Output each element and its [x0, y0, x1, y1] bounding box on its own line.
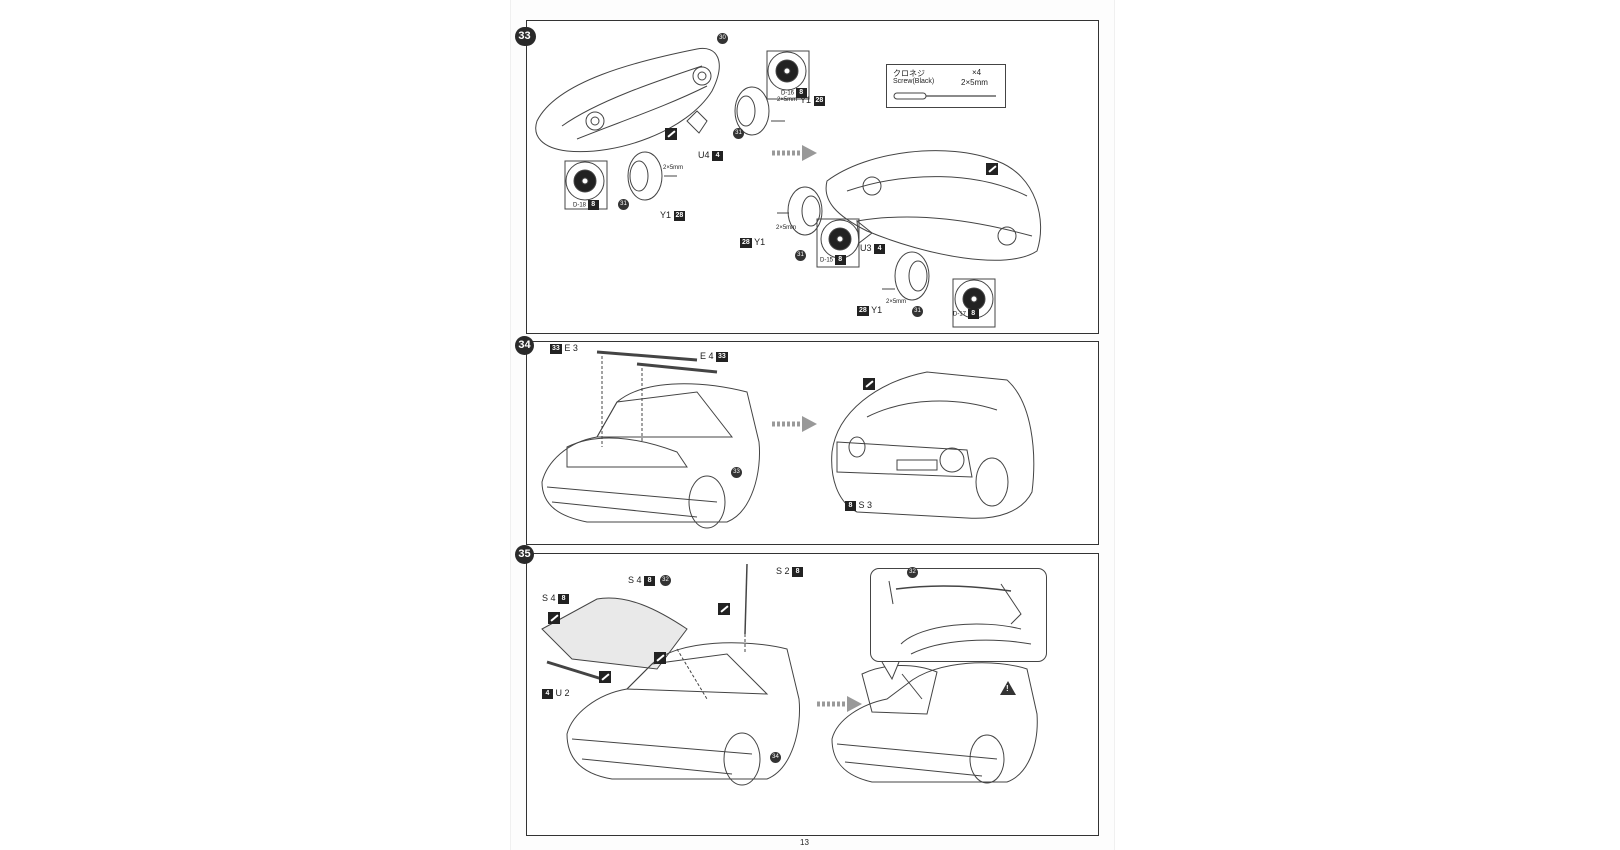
part-label: 33	[731, 467, 742, 478]
part-label: 33 E 3	[550, 343, 578, 354]
step-33-illustration	[535, 47, 1042, 328]
part-label: 4 U 2	[542, 688, 570, 699]
part-label: 31	[733, 128, 744, 139]
step-33-panel: 33	[517, 20, 1099, 334]
paint-icon	[863, 378, 875, 390]
part-label: S 2 8	[776, 566, 804, 577]
screw-legend-qty: ×4	[972, 68, 982, 77]
part-label: U3 4	[860, 243, 886, 254]
paint-icon	[599, 671, 611, 683]
paint-icon	[665, 128, 677, 140]
wheel-label: D-18 8	[573, 200, 599, 210]
part-label: Y1 28	[660, 210, 686, 221]
part-label: 31	[618, 199, 629, 210]
part-label: 30	[717, 33, 728, 44]
wheel-label: D-17 8	[953, 309, 979, 319]
screw-label: 2×5mm	[663, 165, 684, 171]
screw-legend-en: Screw(Black)	[893, 78, 935, 85]
part-label: 32	[907, 567, 918, 578]
wheel-label: D-15 8	[820, 255, 846, 265]
hood-hinge-detail	[888, 580, 1032, 655]
paint-icon	[654, 652, 666, 664]
part-label: 28 Y1	[740, 237, 766, 248]
screw-label: 2×5mm	[777, 97, 798, 103]
screw-legend: クロネジ Screw(Black) ×4 2×5mm	[886, 64, 1006, 108]
step-35-badge: 35	[515, 545, 534, 564]
step-34-illustration	[541, 350, 1035, 529]
step-33-badge: 33	[515, 27, 534, 46]
part-label: U4 4	[698, 150, 724, 161]
screw-label: 2×5mm	[886, 299, 907, 305]
step-34-panel	[526, 341, 1099, 545]
detail-callout: 32	[870, 567, 1047, 662]
part-label: 28 Y1	[857, 305, 883, 316]
screw-legend-size: 2×5mm	[961, 78, 988, 87]
part-label: 31	[912, 306, 923, 317]
part-label: S 4 8	[628, 575, 656, 586]
part-label: 31	[795, 250, 806, 261]
part-label: 34	[770, 752, 781, 763]
wheel-label: D-16 8	[781, 88, 807, 98]
screw-label: 2×5mm	[776, 225, 797, 231]
paint-icon	[718, 603, 730, 615]
part-label: S 4 8	[542, 593, 570, 604]
paint-icon	[986, 163, 998, 175]
screw-legend-jp: クロネジ	[893, 69, 925, 78]
page-number: 13	[800, 838, 809, 847]
part-label: E 4 33	[700, 351, 728, 362]
part-label: 32	[660, 575, 671, 586]
step-34-badge: 34	[515, 336, 534, 355]
warning-icon: !	[1000, 681, 1016, 695]
step-35-illustration	[541, 563, 1038, 786]
paint-icon	[548, 612, 560, 624]
part-label: 8 S 3	[845, 500, 872, 511]
part-label: Y1 28	[800, 95, 826, 106]
screwdriver-icon	[893, 92, 996, 100]
